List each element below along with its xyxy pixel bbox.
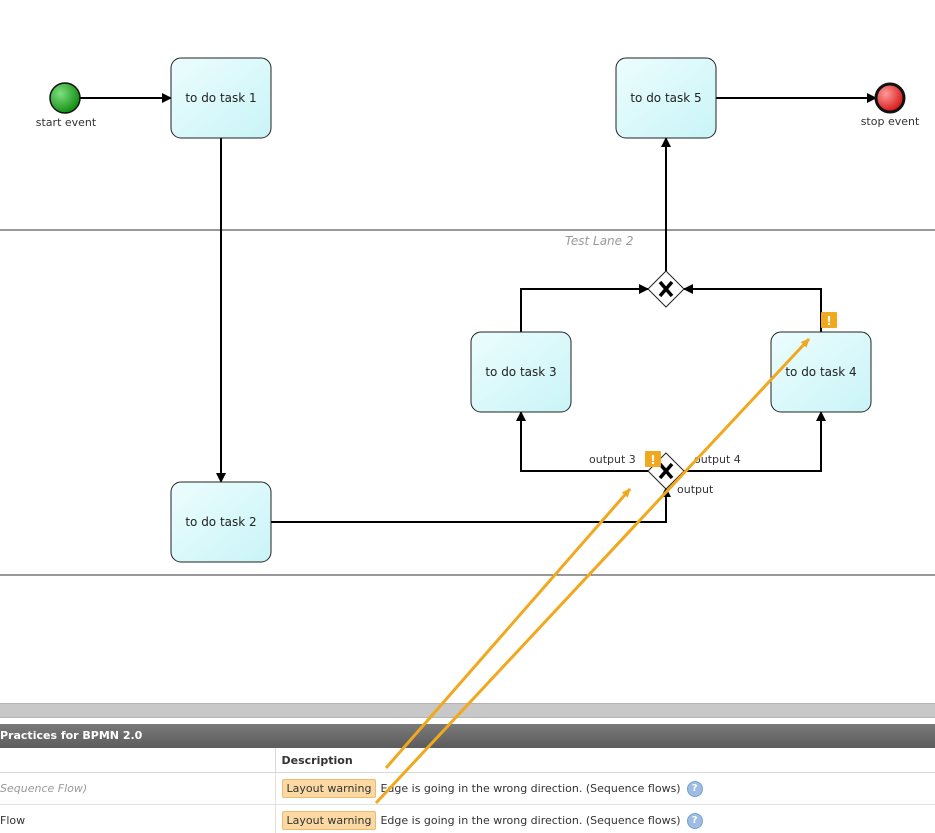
exclusive-gateway-merge[interactable] [647, 270, 685, 308]
issue-description: Edge is going in the wrong direction. (S… [380, 782, 681, 795]
task-2-label: to do task 2 [185, 515, 256, 529]
start-event-label: start event [36, 116, 97, 129]
label-output-3: output 3 [589, 453, 636, 466]
stop-event[interactable] [874, 82, 906, 114]
help-icon[interactable]: ? [686, 813, 703, 829]
task-2[interactable]: to do task 2 [170, 481, 272, 563]
warning-marker-task4[interactable]: ! [821, 312, 837, 328]
issue-element-cell: Flow [0, 804, 276, 833]
panel-title: Practices for BPMN 2.0 [0, 724, 935, 748]
flow-task2-to-gateway[interactable] [271, 487, 671, 523]
layout-warning-badge: Layout warning [281, 779, 377, 798]
stop-event-label: stop event [861, 115, 920, 128]
column-header-description[interactable]: Description [275, 748, 935, 773]
task-3-label: to do task 3 [485, 365, 556, 379]
layout-warning-badge: Layout warning [281, 811, 377, 830]
validation-panel: Practices for BPMN 2.0 Description Seque… [0, 703, 935, 833]
task-4-label: to do task 4 [785, 365, 856, 379]
task-3[interactable]: to do task 3 [470, 331, 572, 413]
gateway-x-icon [658, 280, 674, 298]
issue-element-cell: Sequence Flow) [0, 772, 276, 805]
help-icon[interactable]: ? [686, 781, 703, 797]
panel-splitter[interactable] [0, 703, 935, 718]
issue-element-name: Sequence Flow) [0, 782, 88, 795]
warning-icon: ! [826, 314, 831, 328]
label-output: output [677, 483, 714, 496]
task-5[interactable]: to do task 5 [615, 57, 717, 139]
task-5-label: to do task 5 [630, 91, 701, 105]
lane-label-test-lane-2: Test Lane 2 [565, 234, 633, 248]
label-output-4: output 4 [694, 453, 741, 466]
column-header-element[interactable] [0, 748, 276, 773]
task-1-label: to do task 1 [185, 91, 256, 105]
diagram-canvas[interactable]: Test Lane 2 start event stop event to do… [0, 0, 935, 703]
flow-task3-to-merge[interactable] [520, 284, 649, 332]
issue-description: Edge is going in the wrong direction. (S… [380, 814, 681, 827]
issue-element-name: Flow [0, 814, 26, 827]
warning-icon: ! [650, 453, 655, 467]
task-4[interactable]: to do task 4 [770, 331, 872, 413]
start-event[interactable] [49, 82, 81, 114]
warning-marker-gateway[interactable]: ! [645, 451, 661, 467]
issues-table-header: Description [0, 748, 935, 773]
flow-task4-to-merge[interactable] [683, 284, 822, 332]
issues-table: Description Sequence Flow) Layout warnin… [0, 748, 935, 833]
task-1[interactable]: to do task 1 [170, 57, 272, 139]
